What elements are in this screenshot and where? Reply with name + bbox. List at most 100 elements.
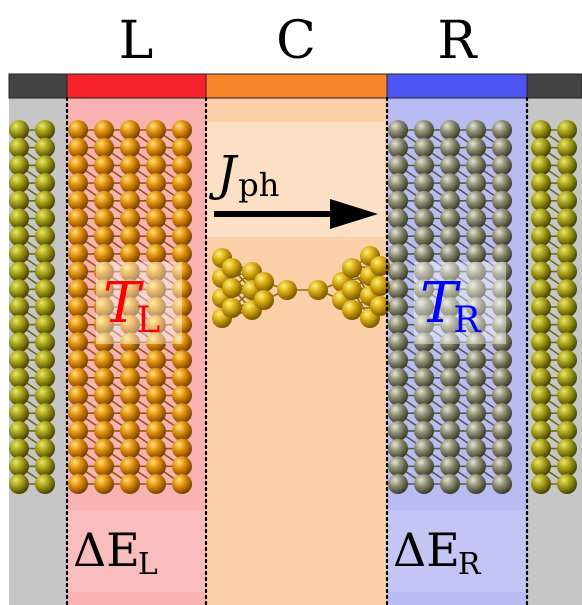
lead-atom bbox=[9, 173, 29, 194]
right-region-atom bbox=[440, 385, 460, 406]
lead-atom bbox=[9, 137, 29, 158]
right-region-atom bbox=[388, 261, 408, 282]
lead-atom bbox=[35, 243, 55, 264]
right-region-atom bbox=[466, 350, 486, 371]
right-region-atom bbox=[466, 173, 486, 194]
center-region-panel bbox=[206, 98, 387, 605]
right-region-atom bbox=[414, 243, 434, 264]
lead-atom bbox=[557, 279, 577, 300]
lead-atom bbox=[9, 456, 29, 477]
left-region-atom bbox=[172, 367, 192, 388]
left-region-atom bbox=[68, 297, 88, 317]
temperature-right-backdrop bbox=[414, 262, 506, 344]
lead-atom bbox=[9, 261, 29, 282]
right-region-atom bbox=[466, 208, 486, 229]
right-region-atom bbox=[492, 137, 512, 158]
right-region-atom bbox=[492, 120, 512, 140]
right-region-atom bbox=[466, 137, 486, 158]
lead-atom bbox=[531, 173, 551, 194]
left-region-atom bbox=[120, 367, 140, 388]
left-region-atom bbox=[94, 297, 114, 317]
temperature-left-symbol: T bbox=[103, 271, 144, 336]
lead-atom bbox=[35, 367, 55, 388]
left-lead-bar bbox=[8, 73, 68, 99]
left-region-atom bbox=[120, 243, 140, 264]
right-region-atom bbox=[466, 385, 486, 406]
junction-atom bbox=[254, 272, 274, 292]
junction-atom bbox=[277, 280, 297, 300]
junction-atom bbox=[370, 276, 390, 296]
right-region-atom bbox=[492, 420, 512, 441]
left-region-atom bbox=[68, 314, 88, 335]
lead-atom bbox=[9, 474, 29, 494]
left-region-atom bbox=[146, 279, 166, 300]
left-region-atom bbox=[172, 190, 192, 211]
junction-atom bbox=[222, 258, 242, 278]
left-region-atom bbox=[94, 226, 114, 247]
lead-atom bbox=[35, 403, 55, 424]
left-region-atom bbox=[120, 474, 140, 494]
lead-atom bbox=[557, 367, 577, 388]
lead-atom bbox=[531, 137, 551, 158]
left-region-atom bbox=[146, 173, 166, 194]
right-region-atom bbox=[388, 367, 408, 388]
lead-atom bbox=[557, 173, 577, 194]
right-region-atom bbox=[414, 456, 434, 477]
left-region-atom bbox=[172, 456, 192, 477]
region-boundaries bbox=[65, 96, 529, 605]
lead-atom bbox=[9, 279, 29, 300]
lead-atom bbox=[9, 420, 29, 441]
left-region-atom bbox=[120, 297, 140, 317]
left-region-atom bbox=[172, 385, 192, 406]
right-region-atom bbox=[492, 403, 512, 424]
right-region-atom bbox=[466, 314, 486, 335]
left-region-atom bbox=[146, 314, 166, 335]
right-region-atom bbox=[414, 367, 434, 388]
left-region-atom bbox=[172, 120, 192, 140]
junction-atom bbox=[370, 256, 390, 276]
right-region-atom bbox=[388, 350, 408, 371]
energy-right-symbol: ΔE bbox=[393, 523, 460, 577]
right-region-atom bbox=[414, 279, 434, 300]
left-region-atom bbox=[172, 438, 192, 459]
left-region-atom bbox=[146, 332, 166, 353]
right-region-atom bbox=[492, 155, 512, 176]
left-region-atom bbox=[94, 120, 114, 140]
junction-atom bbox=[222, 278, 242, 298]
lead-atom bbox=[35, 208, 55, 229]
left-region-atom bbox=[172, 208, 192, 229]
lead-atom bbox=[531, 456, 551, 477]
left-region-atom bbox=[94, 190, 114, 211]
right-region-atom bbox=[492, 456, 512, 477]
energy-left: ΔEL bbox=[73, 523, 158, 582]
right-region-atom bbox=[414, 474, 434, 494]
right-region-atom bbox=[388, 226, 408, 247]
left-region-atom bbox=[94, 403, 114, 424]
right-region-atom bbox=[466, 456, 486, 477]
right-region-atom bbox=[440, 332, 460, 353]
right-region-atom bbox=[440, 438, 460, 459]
left-region-atom bbox=[68, 155, 88, 176]
right-region-atom bbox=[414, 438, 434, 459]
left-region-atom bbox=[120, 226, 140, 247]
left-region-atom bbox=[120, 420, 140, 441]
left-region-atom bbox=[94, 279, 114, 300]
right-region-atom bbox=[492, 261, 512, 282]
left-region-atom bbox=[94, 173, 114, 194]
right-region-atom bbox=[492, 350, 512, 371]
right-region-atom bbox=[388, 243, 408, 264]
lead-atom bbox=[557, 420, 577, 441]
right-region-atom bbox=[466, 243, 486, 264]
lead-atom bbox=[35, 438, 55, 459]
right-region-atom bbox=[440, 367, 460, 388]
right-region-atom bbox=[440, 474, 460, 494]
left-region-atom bbox=[94, 208, 114, 229]
lead-atom bbox=[531, 155, 551, 176]
junction-atom bbox=[342, 300, 362, 320]
current-arrow bbox=[214, 199, 378, 229]
right-region-atom bbox=[466, 403, 486, 424]
right-region-atom bbox=[440, 243, 460, 264]
left-region-atom bbox=[94, 350, 114, 371]
left-region-atom bbox=[120, 120, 140, 140]
right-region-atom bbox=[466, 297, 486, 317]
